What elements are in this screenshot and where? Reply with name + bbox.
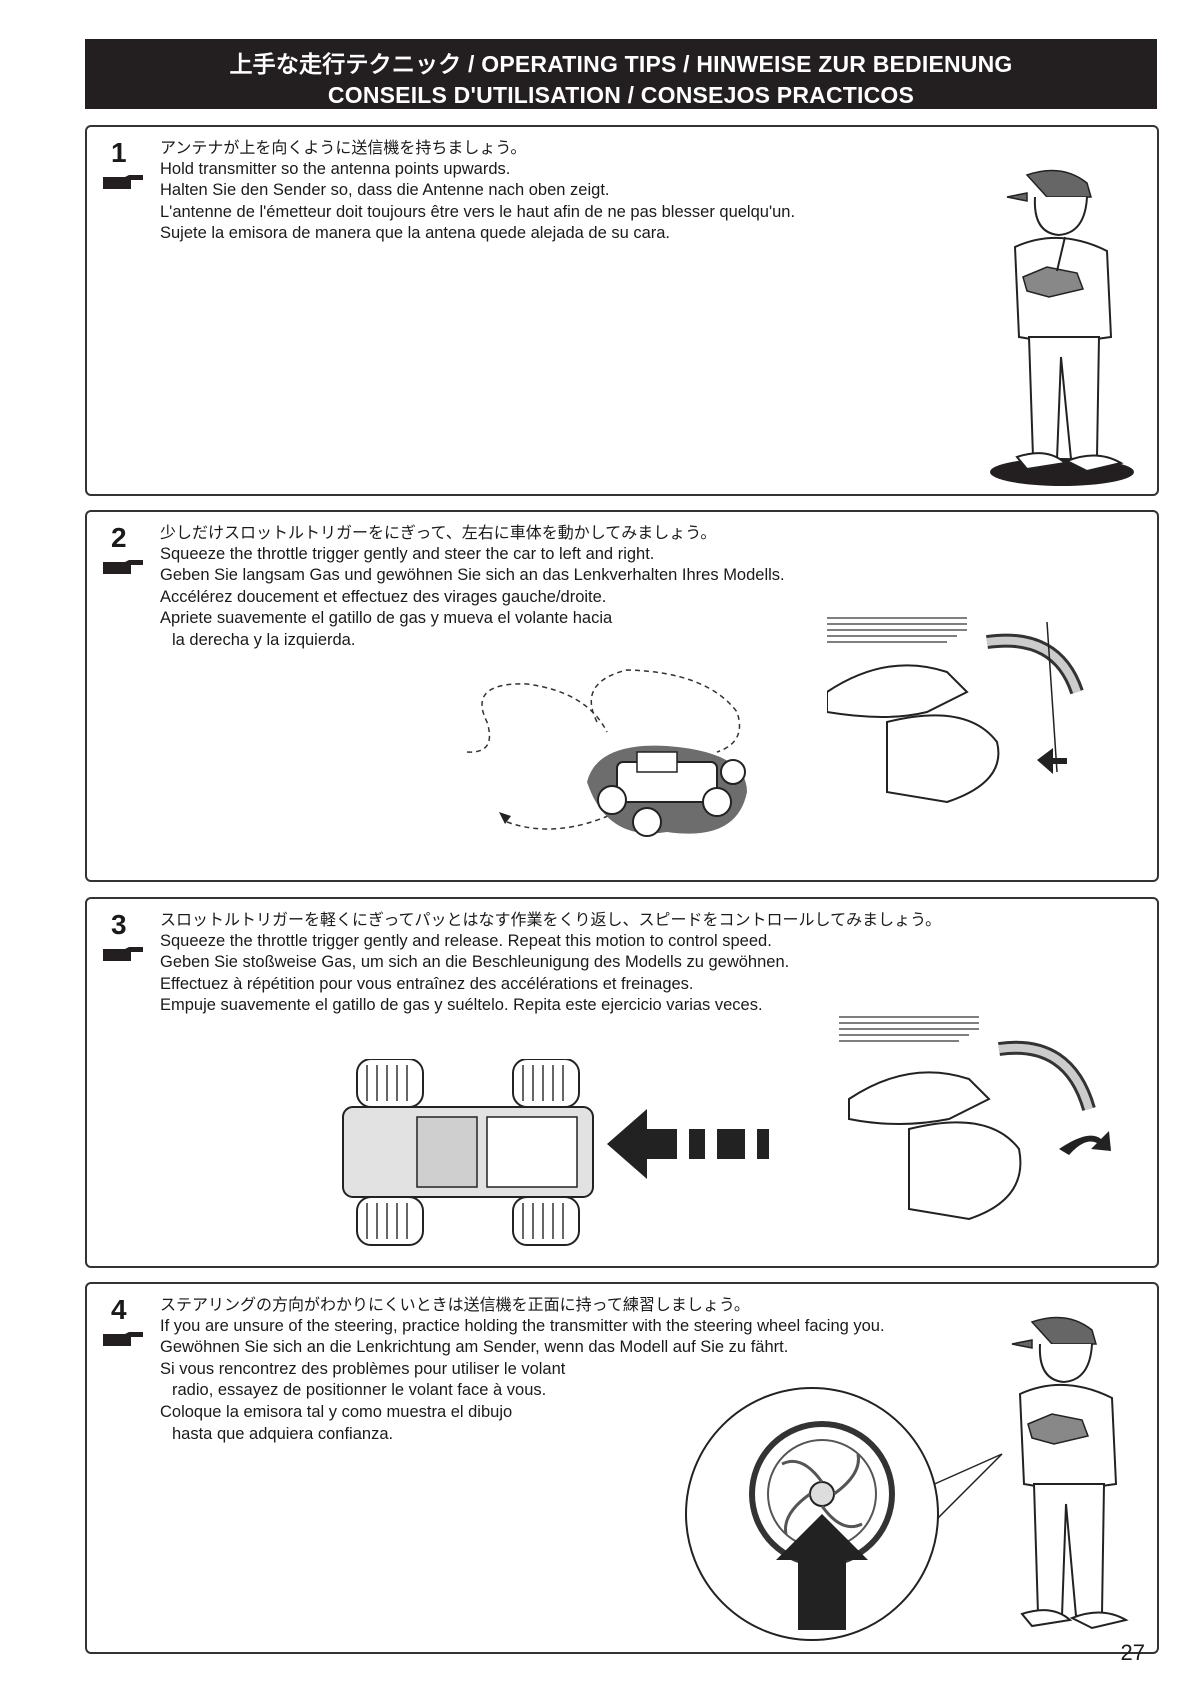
pointing-hand-icon (103, 560, 143, 574)
step-number: 1 (111, 137, 127, 168)
step-text-en: Squeeze the throttle trigger gently and … (160, 931, 772, 950)
transmitter-steering-wheel-illustration (827, 617, 1084, 804)
step-text: ステアリングの方向がわかりにくいときは送信機を正面に持って練習しましょう。 If… (160, 1294, 885, 1445)
step-text-en: Squeeze the throttle trigger gently and … (160, 544, 655, 563)
step-number: 4 (111, 1294, 127, 1325)
person-holding-transmitter-illustration (1011, 1316, 1129, 1630)
step-panel-3: 3 スロットルトリガーを軽くにぎってパッとはなす作業をくり返し、スピードをコント… (85, 897, 1159, 1268)
step-text-es: Coloque la emisora tal y como muestra el… (160, 1402, 513, 1421)
step-text-fr-cont: radio, essayez de positionner le volant … (172, 1381, 547, 1400)
person-holding-transmitter-illustration (990, 169, 1134, 486)
step-panel-1: 1 アンテナが上を向くように送信機を持ちましょう。 Hold transmitt… (85, 125, 1159, 496)
step-text-es-cont: la derecha y la izquierda. (172, 630, 356, 649)
step-panel-4: 4 ステアリングの方向がわかりにくいときは送信機を正面に持って練習しましょう。 … (85, 1282, 1159, 1654)
step-text-ja: ステアリングの方向がわかりにくいときは送信機を正面に持って練習しましょう。 (160, 1295, 750, 1314)
pointing-hand-icon (103, 1332, 143, 1346)
step-text-ja: スロットルトリガーを軽くにぎってパッとはなす作業をくり返し、スピードをコントロー… (160, 910, 942, 929)
step-text-fr: Si vous rencontrez des problèmes pour ut… (160, 1359, 566, 1378)
pointing-hand-icon (103, 175, 143, 189)
pointing-hand-icon (103, 947, 143, 961)
transmitter-trigger-illustration (839, 1016, 1111, 1221)
step-text-en: If you are unsure of the steering, pract… (160, 1316, 885, 1335)
car-path-illustration (466, 669, 747, 837)
step-text-fr: Accélérez doucement et effectuez des vir… (160, 587, 607, 606)
step-text: 少しだけスロットルトリガーをにぎって、左右に車体を動かしてみましょう。 Sque… (160, 522, 785, 652)
page-header: 上手な走行テクニック / OPERATING TIPS / HINWEISE Z… (85, 39, 1157, 109)
step-number: 2 (111, 522, 127, 553)
step-panel-2: 2 少しだけスロットルトリガーをにぎって、左右に車体を動かしてみましょう。 Sq… (85, 510, 1159, 882)
step-text-es: Apriete suavemente el gatillo de gas y m… (160, 609, 613, 628)
step-text-ja: アンテナが上を向くように送信機を持ちましょう。 (160, 138, 527, 157)
step-text-ja: 少しだけスロットルトリガーをにぎって、左右に車体を動かしてみましょう。 (160, 523, 717, 542)
step-text-de: Geben Sie langsam Gas und gewöhnen Sie s… (160, 566, 785, 585)
page-number: 27 (1120, 1640, 1145, 1665)
step-text-de: Gewöhnen Sie sich an die Lenkrichtung am… (160, 1338, 789, 1357)
step-text-es-cont: hasta que adquiera confianza. (172, 1424, 394, 1443)
step-number: 3 (111, 909, 127, 940)
step-text-fr: Effectuez à répétition pour vous entraîn… (160, 974, 694, 993)
steering-wheel-closeup-illustration (685, 1387, 1003, 1641)
step-text-fr: L'antenne de l'émetteur doit toujours êt… (160, 202, 796, 221)
step-text-de: Geben Sie stoßweise Gas, um sich an die … (160, 953, 790, 972)
step-text-en: Hold transmitter so the antenna points u… (160, 159, 511, 178)
header-title-line2: CONSEILS D'UTILISATION / CONSEJOS PRACTI… (327, 82, 915, 108)
step-text: スロットルトリガーを軽くにぎってパッとはなす作業をくり返し、スピードをコントロー… (160, 909, 941, 1017)
forward-motion-arrow-icon (607, 1109, 769, 1179)
step-text-de: Halten Sie den Sender so, dass die Anten… (160, 181, 610, 200)
step-text: アンテナが上を向くように送信機を持ちましょう。 Hold transmitter… (160, 137, 795, 245)
step-text-es: Sujete la emisora de manera que la anten… (160, 224, 671, 243)
step-text-es: Empuje suavemente el gatillo de gas y su… (160, 996, 763, 1015)
header-title-line1: 上手な走行テクニック / OPERATING TIPS / HINWEISE Z… (229, 51, 1013, 77)
car-top-view-illustration (342, 1059, 594, 1246)
